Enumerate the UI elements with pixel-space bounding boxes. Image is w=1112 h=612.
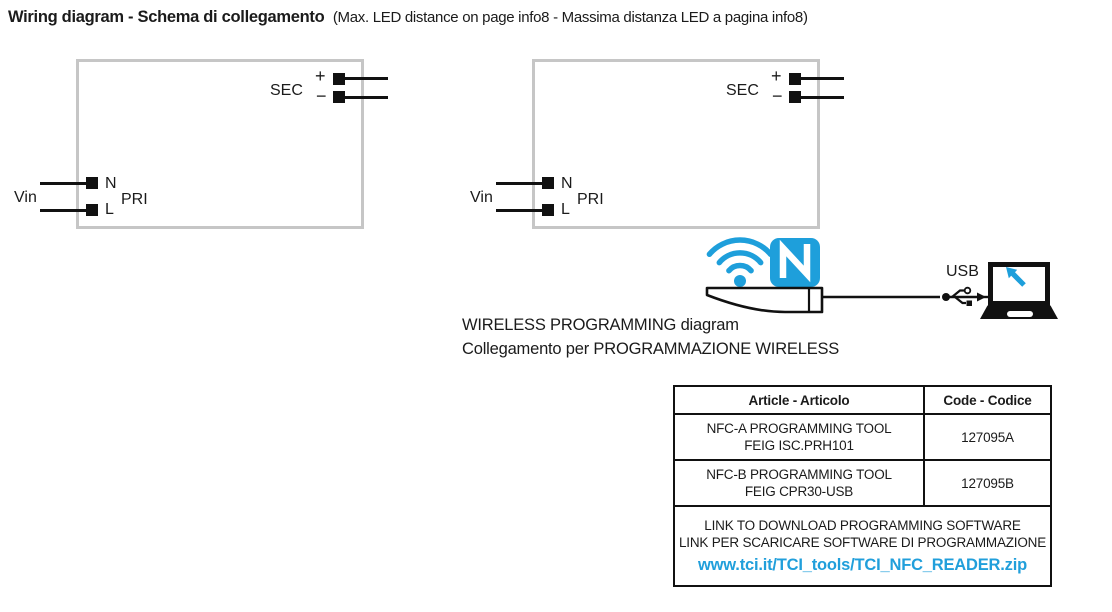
- cursor-arrow-icon: [1006, 267, 1026, 287]
- l-label: L: [561, 201, 570, 218]
- sec-label: SEC: [726, 82, 759, 99]
- nfc-reader-wand-icon: [705, 286, 824, 314]
- sec-minus-label: −: [316, 86, 327, 106]
- page-title-note: (Max. LED distance on page info8 - Massi…: [332, 9, 808, 26]
- wireless-connection-illustration: [705, 237, 1058, 319]
- pri-label: PRI: [121, 191, 148, 208]
- vin-label: Vin: [14, 189, 37, 206]
- sec-plus-label: +: [771, 66, 782, 86]
- article-cell: NFC-A PROGRAMMING TOOL FEIG ISC.PRH101: [673, 413, 925, 461]
- page-title-main: Wiring diagram - Schema di collegamento: [8, 8, 325, 26]
- driver-box-1: SEC + − Vin N L PRI: [10, 57, 400, 235]
- code-cell: 127095A: [923, 413, 1052, 461]
- wifi-icon: [706, 237, 774, 287]
- article-line-2: FEIG ISC.PRH101: [744, 438, 854, 453]
- pri-l-terminal: [542, 204, 554, 216]
- driver-outline: [76, 59, 364, 229]
- parts-table: Article - Articolo Code - Codice NFC-A P…: [673, 385, 1052, 587]
- article-line-2: FEIG CPR30-USB: [744, 484, 854, 499]
- download-line-it: LINK PER SCARICARE SOFTWARE DI PROGRAMMA…: [678, 535, 1047, 550]
- pri-l-wire: [40, 209, 87, 212]
- sec-minus-terminal: [789, 91, 801, 103]
- sec-minus-label: −: [772, 86, 783, 106]
- sec-plus-terminal: [333, 73, 345, 85]
- sec-plus-label: +: [315, 66, 326, 86]
- download-link[interactable]: www.tci.it/TCI_tools/TCI_NFC_READER.zip: [698, 556, 1027, 574]
- table-row: NFC-B PROGRAMMING TOOL FEIG CPR30-USB 12…: [673, 459, 1052, 507]
- usb-trident-icon: [942, 286, 986, 306]
- n-label: N: [105, 175, 117, 192]
- article-line-1: NFC-B PROGRAMMING TOOL: [706, 467, 892, 482]
- table-footer-row: LINK TO DOWNLOAD PROGRAMMING SOFTWARE LI…: [673, 505, 1052, 587]
- nfc-n-mark-icon: [770, 238, 820, 287]
- col-header-article: Article - Articolo: [673, 385, 925, 415]
- article-line-1: NFC-A PROGRAMMING TOOL: [706, 421, 892, 436]
- page-title: Wiring diagram - Schema di collegamento …: [8, 8, 808, 27]
- laptop-icon: [980, 262, 1058, 319]
- sec-minus-terminal: [333, 91, 345, 103]
- pri-n-wire: [40, 182, 87, 185]
- col-header-code: Code - Codice: [923, 385, 1052, 415]
- sec-minus-wire: [345, 96, 388, 99]
- driver-box-2: SEC + − Vin N L PRI: [466, 57, 856, 235]
- pri-label: PRI: [577, 191, 604, 208]
- wireless-caption-en: WIRELESS PROGRAMMING diagram: [462, 316, 739, 334]
- usb-label: USB: [946, 263, 979, 280]
- pri-n-terminal: [542, 177, 554, 189]
- sec-plus-wire: [801, 77, 844, 80]
- sec-label: SEC: [270, 82, 303, 99]
- vin-label: Vin: [470, 189, 493, 206]
- table-row: NFC-A PROGRAMMING TOOL FEIG ISC.PRH101 1…: [673, 413, 1052, 461]
- sec-minus-wire: [801, 96, 844, 99]
- table-header-row: Article - Articolo Code - Codice: [673, 385, 1052, 415]
- download-line-en: LINK TO DOWNLOAD PROGRAMMING SOFTWARE: [704, 518, 1021, 533]
- driver-outline: [532, 59, 820, 229]
- sec-plus-terminal: [789, 73, 801, 85]
- l-label: L: [105, 201, 114, 218]
- sec-plus-wire: [345, 77, 388, 80]
- article-cell: NFC-B PROGRAMMING TOOL FEIG CPR30-USB: [673, 459, 925, 507]
- pri-n-terminal: [86, 177, 98, 189]
- n-label: N: [561, 175, 573, 192]
- download-info-cell: LINK TO DOWNLOAD PROGRAMMING SOFTWARE LI…: [673, 505, 1052, 587]
- pri-l-wire: [496, 209, 543, 212]
- pri-n-wire: [496, 182, 543, 185]
- pri-l-terminal: [86, 204, 98, 216]
- wireless-caption-it: Collegamento per PROGRAMMAZIONE WIRELESS: [462, 340, 840, 358]
- code-cell: 127095B: [923, 459, 1052, 507]
